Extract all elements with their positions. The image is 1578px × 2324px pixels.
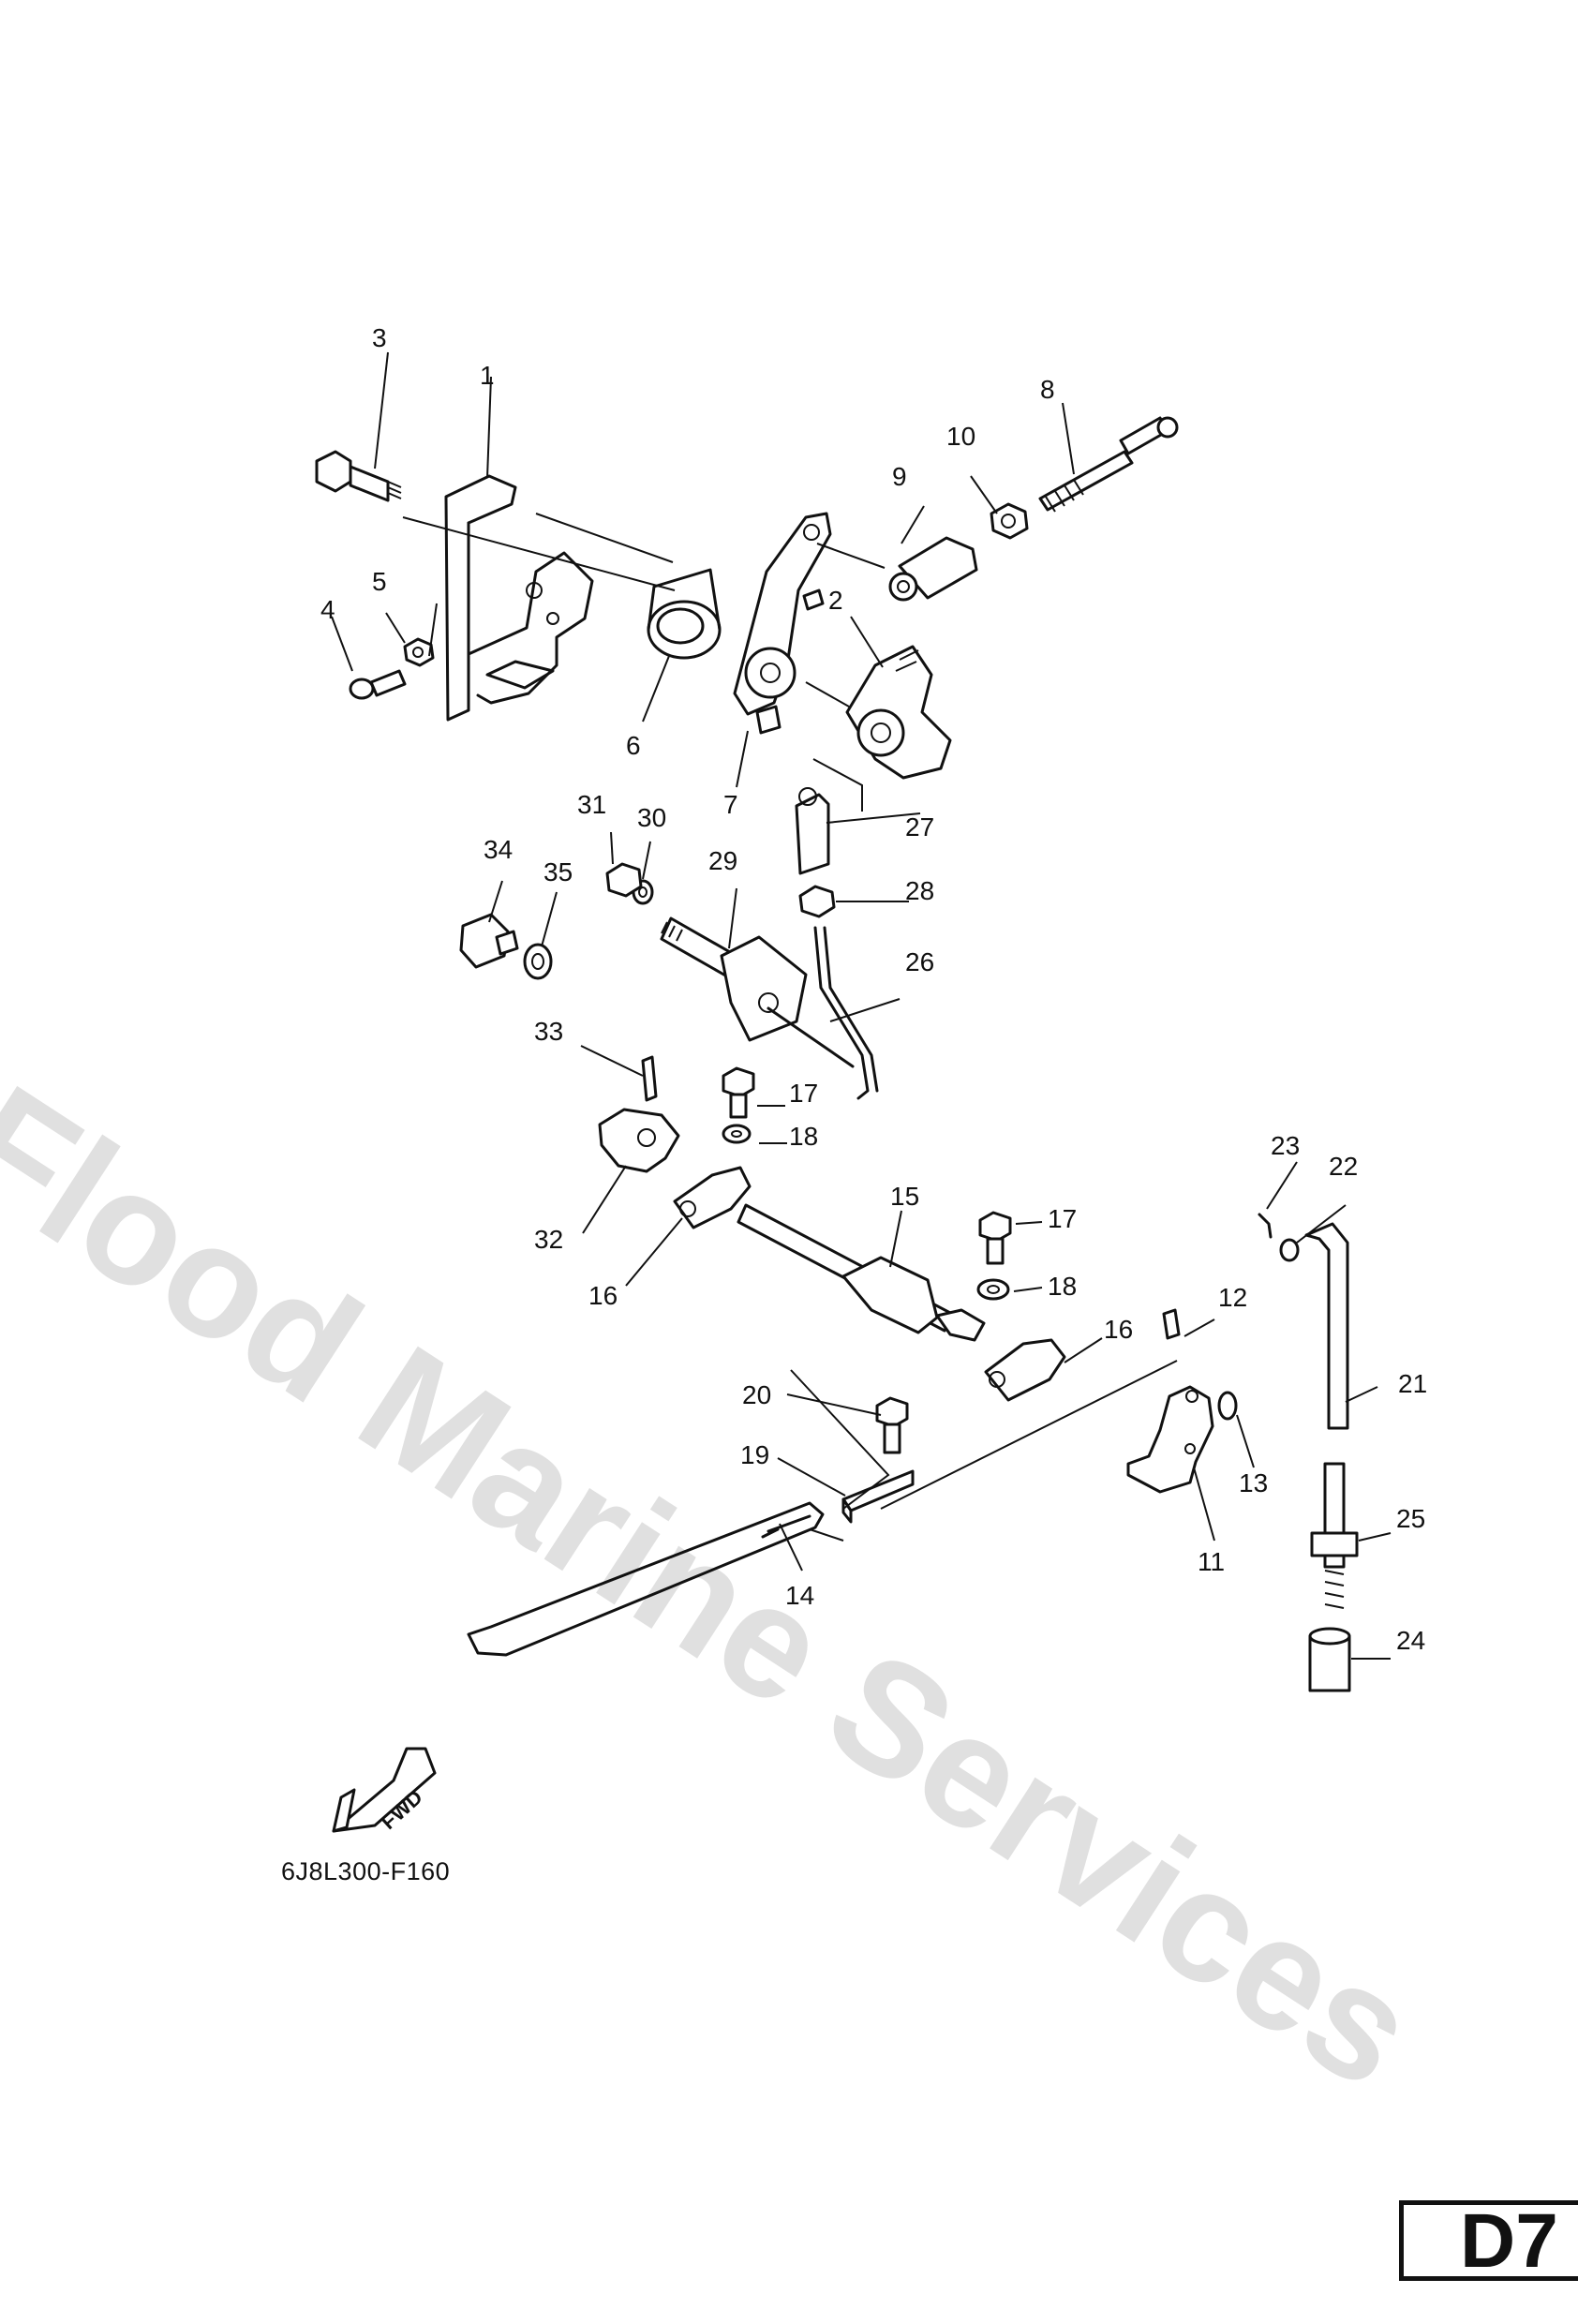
callout-26: 26	[905, 947, 934, 976]
page-label: D7	[1460, 2198, 1558, 2284]
leader-lines	[331, 351, 1392, 1660]
callout-1: 1	[480, 361, 495, 390]
part-28-nut	[798, 885, 836, 918]
callout-7: 7	[723, 790, 738, 819]
part-17-bolt-lower	[978, 1211, 1012, 1265]
part-34-bushing	[459, 913, 519, 969]
part-8-rod	[1038, 416, 1179, 513]
fwd-arrow: FWD	[332, 1747, 437, 1834]
callout-11: 11	[1198, 1547, 1225, 1576]
alignment-lines	[402, 516, 1178, 1542]
callout-29: 29	[708, 846, 737, 875]
part-24-coupler	[1308, 1627, 1351, 1692]
part-13-washer	[1217, 1391, 1238, 1421]
part-18-washer-lower	[976, 1278, 1010, 1301]
callout-labels: 3 1 5 4 6 7 8 9 10 2 27 28 26 29 30 31 3…	[320, 323, 1427, 1655]
callout-16a: 16	[588, 1281, 618, 1310]
part-18-washer-upper	[722, 1124, 752, 1144]
callout-2: 2	[828, 586, 843, 615]
callout-33: 33	[534, 1017, 563, 1046]
part-5-nut	[403, 637, 435, 667]
part-19-plate	[841, 1469, 915, 1524]
part-14-rod	[467, 1501, 825, 1657]
callout-17b: 17	[1048, 1204, 1077, 1233]
callout-13: 13	[1239, 1468, 1268, 1497]
callout-27: 27	[905, 812, 934, 842]
part-16-clamp-upper	[673, 1166, 752, 1229]
part-33-pin	[641, 1055, 658, 1102]
page-label-box: D7	[1399, 2200, 1578, 2281]
part-22-washer	[1279, 1238, 1300, 1262]
callout-20: 20	[742, 1380, 771, 1409]
reference-code: 6J8L300-F160	[281, 1857, 451, 1885]
part-9-rod-end	[888, 536, 978, 602]
callout-30: 30	[637, 803, 666, 832]
part-15-shaft	[737, 1203, 986, 1342]
part-29-shaft	[660, 916, 855, 1068]
part-12-pin	[1162, 1308, 1181, 1340]
part-7-lever	[733, 512, 832, 735]
callout-10: 10	[946, 422, 975, 451]
part-20-bolt	[875, 1396, 909, 1454]
part-26-rod	[813, 926, 879, 1100]
callout-32: 32	[534, 1225, 563, 1254]
callout-6: 6	[626, 731, 641, 760]
part-3-bolt	[315, 450, 402, 502]
callout-18b: 18	[1048, 1272, 1077, 1301]
part-35-washer	[523, 943, 553, 980]
callout-9: 9	[892, 462, 907, 491]
part-16-clamp-lower	[984, 1338, 1066, 1402]
callout-28: 28	[905, 876, 934, 905]
callout-18a: 18	[789, 1122, 818, 1151]
callout-35: 35	[543, 857, 573, 886]
callout-31: 31	[577, 790, 606, 819]
callout-25: 25	[1396, 1504, 1425, 1533]
part-31-nut	[605, 862, 643, 898]
part-21-rod	[1304, 1222, 1349, 1430]
part-10-nut	[990, 502, 1029, 540]
part-25-threaded-rod	[1310, 1462, 1359, 1609]
part-17-bolt-upper	[722, 1066, 755, 1119]
callout-19: 19	[740, 1440, 769, 1469]
callout-16b: 16	[1104, 1315, 1133, 1344]
callout-14: 14	[785, 1581, 814, 1610]
callout-3: 3	[372, 323, 387, 352]
part-2-cam	[845, 645, 952, 780]
callout-5: 5	[372, 567, 387, 596]
part-32-clamp	[598, 1108, 680, 1173]
callout-12: 12	[1218, 1283, 1247, 1312]
part-11-lever	[1126, 1385, 1214, 1494]
part-23-pin	[1258, 1213, 1273, 1239]
callout-34: 34	[484, 835, 513, 864]
callout-15: 15	[890, 1182, 919, 1211]
part-27-link	[795, 787, 830, 875]
part-4-screw	[349, 669, 407, 700]
callout-23: 23	[1271, 1131, 1300, 1160]
callout-24: 24	[1396, 1626, 1425, 1655]
callout-21: 21	[1398, 1369, 1427, 1398]
callout-22: 22	[1329, 1152, 1358, 1181]
callout-8: 8	[1040, 375, 1055, 404]
part-1-bracket	[444, 474, 594, 722]
callout-4: 4	[320, 595, 335, 624]
callout-17a: 17	[789, 1079, 818, 1108]
part-6-collar	[647, 568, 722, 660]
